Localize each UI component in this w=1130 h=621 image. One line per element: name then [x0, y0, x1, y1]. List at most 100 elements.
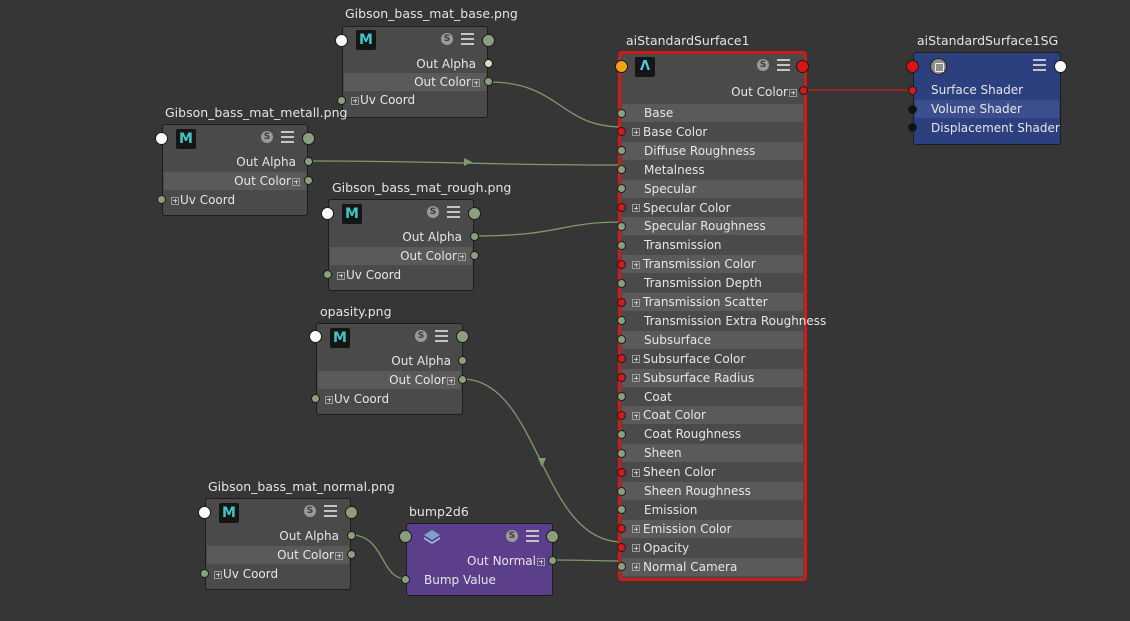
shader-attr-input-port[interactable]	[617, 335, 626, 345]
shader-attr-input-port[interactable]	[617, 146, 626, 156]
expand-plus-icon[interactable]	[325, 395, 333, 404]
out-color-port[interactable]	[484, 77, 493, 86]
shader-attr-input-port[interactable]	[617, 240, 626, 250]
attr-out-alpha[interactable]: Out Alpha	[416, 57, 476, 71]
expand-plus-icon[interactable]	[632, 355, 640, 364]
shader-attr-input-port[interactable]	[617, 297, 626, 307]
expand-plus-icon[interactable]	[632, 260, 640, 269]
attr-uv-coord[interactable]: Uv Coord	[164, 191, 306, 209]
shader-attr-row[interactable]: Subsurface Radius	[622, 368, 803, 387]
uv-coord-port[interactable]	[200, 569, 209, 578]
attr-volume-shader[interactable]: Volume Shader	[915, 100, 1059, 118]
swatch-s-icon[interactable]: S	[427, 206, 439, 218]
file-node-opasity[interactable]: M S Out Alpha Out Color Uv Coord	[316, 323, 463, 415]
attribute-list-icon[interactable]	[1033, 59, 1046, 71]
attr-out-alpha[interactable]: Out Alpha	[391, 354, 451, 368]
attr-out-color[interactable]: Out Color	[622, 83, 803, 101]
shader-attr-row[interactable]: Emission Color	[622, 519, 803, 538]
shader-attr-input-port[interactable]	[617, 543, 626, 553]
shader-attr-input-port[interactable]	[617, 184, 626, 194]
expand-plus-icon[interactable]	[337, 271, 345, 280]
swatch-s-icon[interactable]: S	[261, 131, 273, 143]
attr-out-normal[interactable]: Out Normal	[408, 552, 551, 570]
node-header[interactable]: Λ S	[621, 54, 804, 80]
node-input-port[interactable]	[906, 60, 919, 73]
node-header[interactable]: S	[407, 524, 552, 550]
shader-attr-input-port[interactable]	[617, 165, 626, 175]
volume-shader-port[interactable]	[908, 105, 917, 114]
shader-attr-row[interactable]: Coat	[622, 388, 803, 406]
out-alpha-port[interactable]	[470, 232, 479, 241]
node-input-port[interactable]	[399, 530, 412, 543]
shader-attr-row[interactable]: Base	[622, 104, 803, 122]
shader-attr-row[interactable]: Metalness	[622, 161, 803, 179]
shader-attr-row[interactable]: Transmission	[622, 236, 803, 254]
shader-attr-input-port[interactable]	[617, 505, 626, 515]
expand-plus-icon[interactable]	[789, 88, 797, 97]
node-header[interactable]: M S	[163, 125, 307, 151]
attr-surface-shader[interactable]: Surface Shader	[931, 83, 1024, 97]
attr-displacement-shader[interactable]: Displacement Shader	[931, 121, 1060, 135]
expand-plus-icon[interactable]	[632, 204, 640, 212]
shader-attr-row[interactable]: Coat Roughness	[622, 425, 803, 443]
shader-attr-row[interactable]: Specular	[622, 179, 803, 198]
out-color-port[interactable]	[304, 176, 313, 185]
expand-plus-icon[interactable]	[171, 196, 179, 205]
bump-value-port[interactable]	[401, 575, 410, 584]
node-input-port[interactable]	[321, 207, 334, 220]
expand-plus-icon[interactable]	[214, 570, 222, 579]
attribute-list-icon[interactable]	[281, 131, 294, 143]
expand-plus-icon[interactable]	[351, 96, 359, 105]
shader-attr-input-port[interactable]	[617, 467, 626, 477]
attribute-list-icon[interactable]	[526, 530, 539, 542]
shader-attr-input-port[interactable]	[617, 127, 626, 137]
out-alpha-port[interactable]	[347, 531, 356, 540]
expand-plus-icon[interactable]	[632, 563, 640, 572]
attribute-list-icon[interactable]	[777, 59, 790, 71]
expand-plus-icon[interactable]	[632, 128, 640, 137]
node-header[interactable]: M S	[343, 27, 487, 53]
shader-attr-row[interactable]: Transmission Color	[622, 255, 803, 274]
shader-attr-input-port[interactable]	[617, 221, 626, 231]
shader-attr-row[interactable]: Emission	[622, 501, 803, 519]
attr-out-alpha[interactable]: Out Alpha	[279, 529, 339, 543]
shader-attr-input-port[interactable]	[617, 108, 626, 118]
shader-attr-row[interactable]: Transmission Depth	[622, 274, 803, 292]
shader-attr-row[interactable]: Transmission Scatter	[622, 293, 803, 311]
attr-out-alpha[interactable]: Out Alpha	[236, 155, 296, 169]
expand-plus-icon[interactable]	[632, 374, 640, 383]
uv-coord-port[interactable]	[337, 96, 346, 105]
shader-attr-row[interactable]: Specular Roughness	[622, 217, 803, 236]
node-output-port[interactable]	[345, 506, 358, 519]
swatch-s-icon[interactable]: S	[757, 59, 769, 71]
file-node-rough[interactable]: M S Out Alpha Out Color Uv Coord	[328, 199, 474, 291]
attr-uv-coord[interactable]: Uv Coord	[330, 266, 472, 284]
attribute-list-icon[interactable]	[324, 505, 337, 517]
node-header[interactable]: M S	[329, 200, 473, 226]
file-node-metall[interactable]: M S Out Alpha Out Color Uv Coord	[162, 124, 308, 216]
attr-uv-coord[interactable]: Uv Coord	[207, 565, 349, 583]
attribute-list-icon[interactable]	[447, 206, 460, 218]
shader-attr-input-port[interactable]	[617, 354, 626, 364]
shader-attr-input-port[interactable]	[617, 410, 626, 420]
shader-attr-input-port[interactable]	[617, 562, 626, 572]
node-input-port[interactable]	[198, 506, 211, 519]
node-input-port[interactable]	[615, 60, 628, 73]
out-color-port[interactable]	[799, 86, 808, 95]
shader-attr-row[interactable]: Sheen Roughness	[622, 482, 803, 500]
attr-out-color[interactable]: Out Color	[330, 247, 472, 265]
node-output-port[interactable]	[1054, 60, 1067, 73]
out-alpha-port[interactable]	[304, 157, 313, 166]
expand-plus-icon[interactable]	[632, 298, 640, 307]
shader-attr-row[interactable]: Normal Camera	[622, 557, 803, 576]
attr-out-color[interactable]: Out Color	[207, 546, 349, 564]
shader-attr-input-port[interactable]	[617, 203, 626, 212]
shader-attr-input-port[interactable]	[617, 259, 626, 269]
shader-attr-row[interactable]: Coat Color	[622, 406, 803, 425]
file-node-base[interactable]: M S Out Alpha Out Color Uv Coord	[342, 26, 488, 118]
node-header[interactable]	[914, 53, 1060, 79]
expand-plus-icon[interactable]	[632, 544, 640, 553]
file-node-normal[interactable]: M S Out Alpha Out Color Uv Coord	[205, 498, 351, 590]
out-color-port[interactable]	[470, 251, 479, 260]
